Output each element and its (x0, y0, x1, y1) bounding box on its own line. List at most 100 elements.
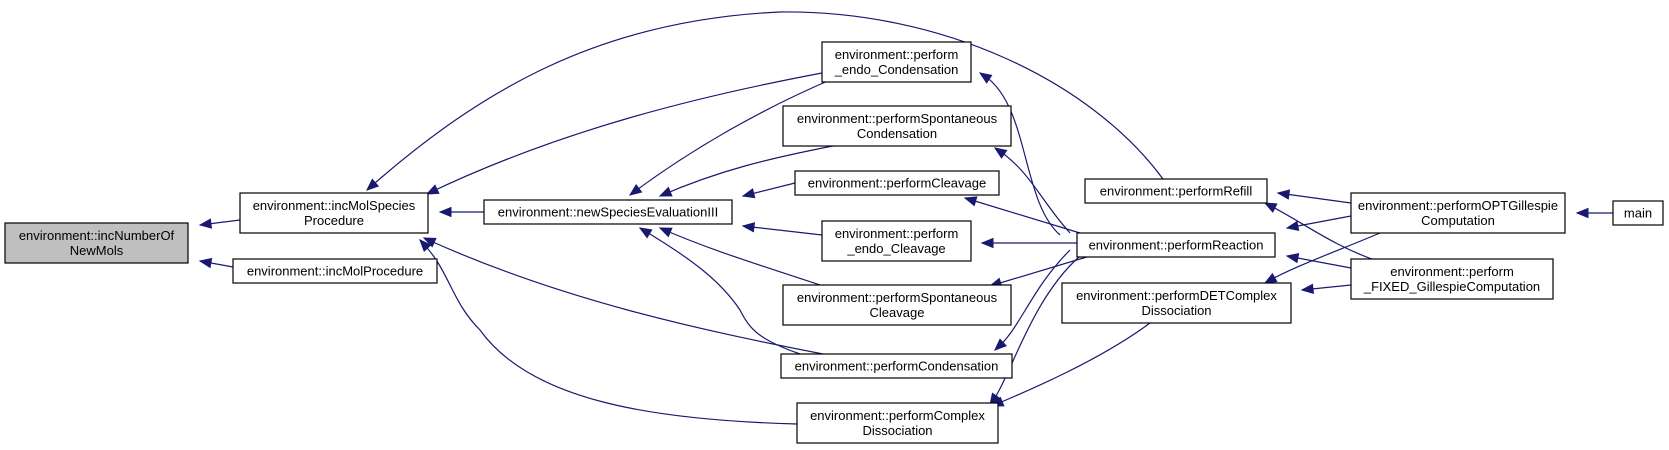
arrowhead-icon (980, 237, 994, 249)
edge-line (989, 255, 1091, 287)
node-label: environment::incMolProcedure (247, 264, 423, 279)
edge-incMolSpeciesProcedure-to-incNumberOfNewMols (198, 218, 241, 229)
edge-performOPTGillespieComputation-to-performRefill (1276, 189, 1352, 204)
arrowhead-icon (994, 338, 1007, 351)
node-label: _endo_Cleavage (846, 241, 945, 256)
arrowhead-icon (993, 147, 1008, 159)
arrowhead-icon (658, 227, 673, 238)
edge-performRefill-to-incMolSpeciesProcedure (366, 11, 1164, 191)
node-label: environment::performCondensation (795, 359, 999, 374)
edge-line (659, 227, 824, 287)
edge-performSpontaneousCondensation-to-newSpeciesEvaluationIII (658, 143, 844, 197)
node-label: Cleavage (870, 305, 925, 320)
arrowhead-icon (198, 218, 213, 229)
edge-performOPTGillespieComputation-to-performReaction (1285, 215, 1352, 232)
node-label: environment::performComplex (810, 408, 985, 423)
node-incMolProcedure[interactable]: environment::incMolProcedure (232, 258, 438, 284)
node-label: _endo_Condensation (834, 62, 959, 77)
arrowhead-icon (978, 72, 993, 84)
edge-line (426, 72, 823, 195)
node-box[interactable] (782, 105, 1012, 147)
arrowhead-icon (422, 237, 437, 248)
node-perform_FIXED_GillespieComputation[interactable]: environment::perform_FIXED_GillespieComp… (1350, 258, 1554, 300)
edge-performOPTGillespieComputation-to-performDETComplexDissociation (1263, 232, 1381, 284)
node-box[interactable] (1076, 232, 1276, 258)
node-label: environment::performSpontaneous (797, 290, 998, 305)
node-box[interactable] (1350, 258, 1554, 300)
edge-line (659, 143, 844, 197)
arrowhead-icon (1276, 189, 1291, 200)
edge-performReaction-to-performSpontaneousCondensation (993, 147, 1071, 234)
node-box[interactable] (780, 353, 1013, 379)
node-box[interactable] (821, 220, 972, 262)
edge-line (991, 322, 1151, 407)
arrowhead-icon (1263, 202, 1278, 213)
node-newSpeciesEvaluationIII[interactable]: environment::newSpeciesEvaluationIII (483, 199, 733, 225)
node-performReaction[interactable]: environment::performReaction (1076, 232, 1276, 258)
edge-line (742, 225, 823, 236)
arrowhead-icon (438, 206, 452, 218)
edge-performDETComplexDissociation-to-performComplexDissociation (990, 322, 1151, 407)
node-perform_endo_Condensation[interactable]: environment::perform_endo_Condensation (821, 41, 972, 83)
node-label: environment::perform (835, 47, 959, 62)
edge-line (366, 11, 1164, 191)
node-box[interactable] (239, 192, 429, 234)
node-label: Computation (1421, 213, 1495, 228)
edge-performReaction-to-performComplexDissociation (989, 255, 1081, 407)
node-label: environment::performCleavage (808, 176, 986, 191)
node-performRefill[interactable]: environment::performRefill (1084, 178, 1268, 204)
edge-performReaction-to-performCondensation (994, 249, 1071, 351)
node-box[interactable] (782, 284, 1012, 326)
node-performSpontaneousCondensation[interactable]: environment::performSpontaneousCondensat… (782, 105, 1012, 147)
node-box[interactable] (794, 170, 1000, 196)
node-box[interactable] (483, 199, 733, 225)
node-box[interactable] (1084, 178, 1268, 204)
node-main[interactable]: main (1612, 200, 1664, 226)
node-box[interactable] (4, 222, 189, 264)
node-box[interactable] (821, 41, 972, 83)
arrowhead-icon (1285, 252, 1300, 264)
arrowhead-icon (741, 222, 756, 233)
node-label: Procedure (304, 213, 364, 228)
edge-incMolProcedure-to-incNumberOfNewMols (198, 257, 234, 269)
node-performCondensation[interactable]: environment::performCondensation (780, 353, 1013, 379)
node-label: environment::performReaction (1089, 238, 1264, 253)
edge-performReaction-to-performCleavage (963, 196, 1081, 234)
edge-perform_FIXED_GillespieComputation-to-performRefill (1263, 202, 1381, 263)
node-performOPTGillespieComputation[interactable]: environment::performOPTGillespieComputat… (1350, 192, 1566, 234)
arrowhead-icon (1575, 207, 1589, 219)
node-label: environment::incMolSpecies (253, 198, 416, 213)
node-label: environment::performOPTGillespie (1358, 198, 1558, 213)
node-performDETComplexDissociation[interactable]: environment::performDETComplexDissociati… (1061, 282, 1292, 324)
node-box[interactable] (1350, 192, 1566, 234)
edge-perform_endo_Condensation-to-newSpeciesEvaluationIII (628, 79, 831, 196)
node-box[interactable] (232, 258, 438, 284)
node-performCleavage[interactable]: environment::performCleavage (794, 170, 1000, 196)
edge-line (979, 72, 1061, 236)
arrowhead-icon (989, 392, 1001, 407)
node-label: _FIXED_GillespieComputation (1363, 279, 1540, 294)
edge-line (964, 197, 1081, 234)
edge-line (639, 227, 801, 355)
edge-newSpeciesEvaluationIII-to-incMolSpeciesProcedure (438, 206, 484, 218)
node-perform_endo_Cleavage[interactable]: environment::perform_endo_Cleavage (821, 220, 972, 262)
edge-line (1264, 202, 1381, 263)
arrowhead-icon (1300, 283, 1314, 295)
node-box[interactable] (796, 402, 999, 444)
arrowhead-icon (419, 239, 432, 253)
node-box[interactable] (1061, 282, 1292, 324)
arrowhead-icon (658, 186, 673, 197)
node-label: environment::perform (1390, 264, 1514, 279)
edge-line (989, 255, 1081, 406)
node-label: environment::newSpeciesEvaluationIII (498, 205, 718, 220)
node-box[interactable] (1612, 200, 1664, 226)
nodes-layer: environment::incNumberOfNewMolsenvironme… (4, 41, 1664, 444)
edge-performReaction-to-perform_endo_Cleavage (980, 237, 1077, 249)
node-label: main (1624, 206, 1652, 221)
edge-performSpontaneousCleavage-to-newSpeciesEvaluationIII (658, 227, 824, 287)
edge-performCondensation-to-incMolSpeciesProcedure (422, 237, 824, 355)
